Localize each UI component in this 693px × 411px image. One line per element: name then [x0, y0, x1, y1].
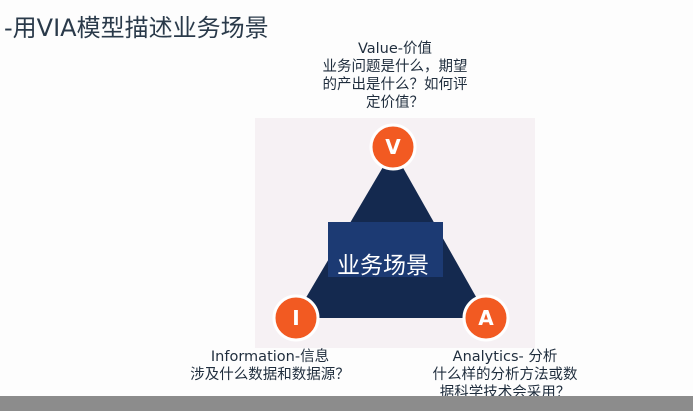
- value-heading: Value-价值: [357, 41, 433, 57]
- value-circle: [369, 123, 417, 171]
- analytics-letter: A: [478, 306, 494, 330]
- information-letter: I: [292, 306, 299, 330]
- value-line-3: 定价值？: [366, 95, 424, 111]
- value-line-2: 的产出是什么？如何评: [322, 77, 468, 93]
- information-label: Information-信息 涉及什么数据和数据源？: [165, 348, 375, 384]
- page-title: -用VIA模型描述业务场景: [4, 14, 269, 42]
- analytics-circle: [462, 294, 510, 342]
- center-box: [328, 222, 443, 277]
- analytics-heading: Analytics- 分析: [452, 349, 558, 365]
- information-heading: Information-信息: [210, 349, 330, 365]
- analytics-line-1: 什么样的分析方法或数: [432, 367, 578, 383]
- information-node: I: [272, 294, 320, 342]
- value-line-1: 业务问题是什么，期望: [322, 59, 468, 75]
- value-letter: V: [385, 135, 401, 159]
- value-node: V: [369, 123, 417, 171]
- analytics-node: A: [462, 294, 510, 342]
- analytics-label: Analytics- 分析 什么样的分析方法或数 据科学技术会采用？: [400, 348, 610, 402]
- information-circle: [272, 294, 320, 342]
- information-line-1: 涉及什么数据和数据源？: [190, 367, 350, 383]
- value-label: Value-价值 业务问题是什么，期望 的产出是什么？如何评 定价值？: [300, 40, 490, 112]
- center-label: 业务场景: [337, 253, 429, 279]
- bottom-scroll-bar: [0, 396, 693, 411]
